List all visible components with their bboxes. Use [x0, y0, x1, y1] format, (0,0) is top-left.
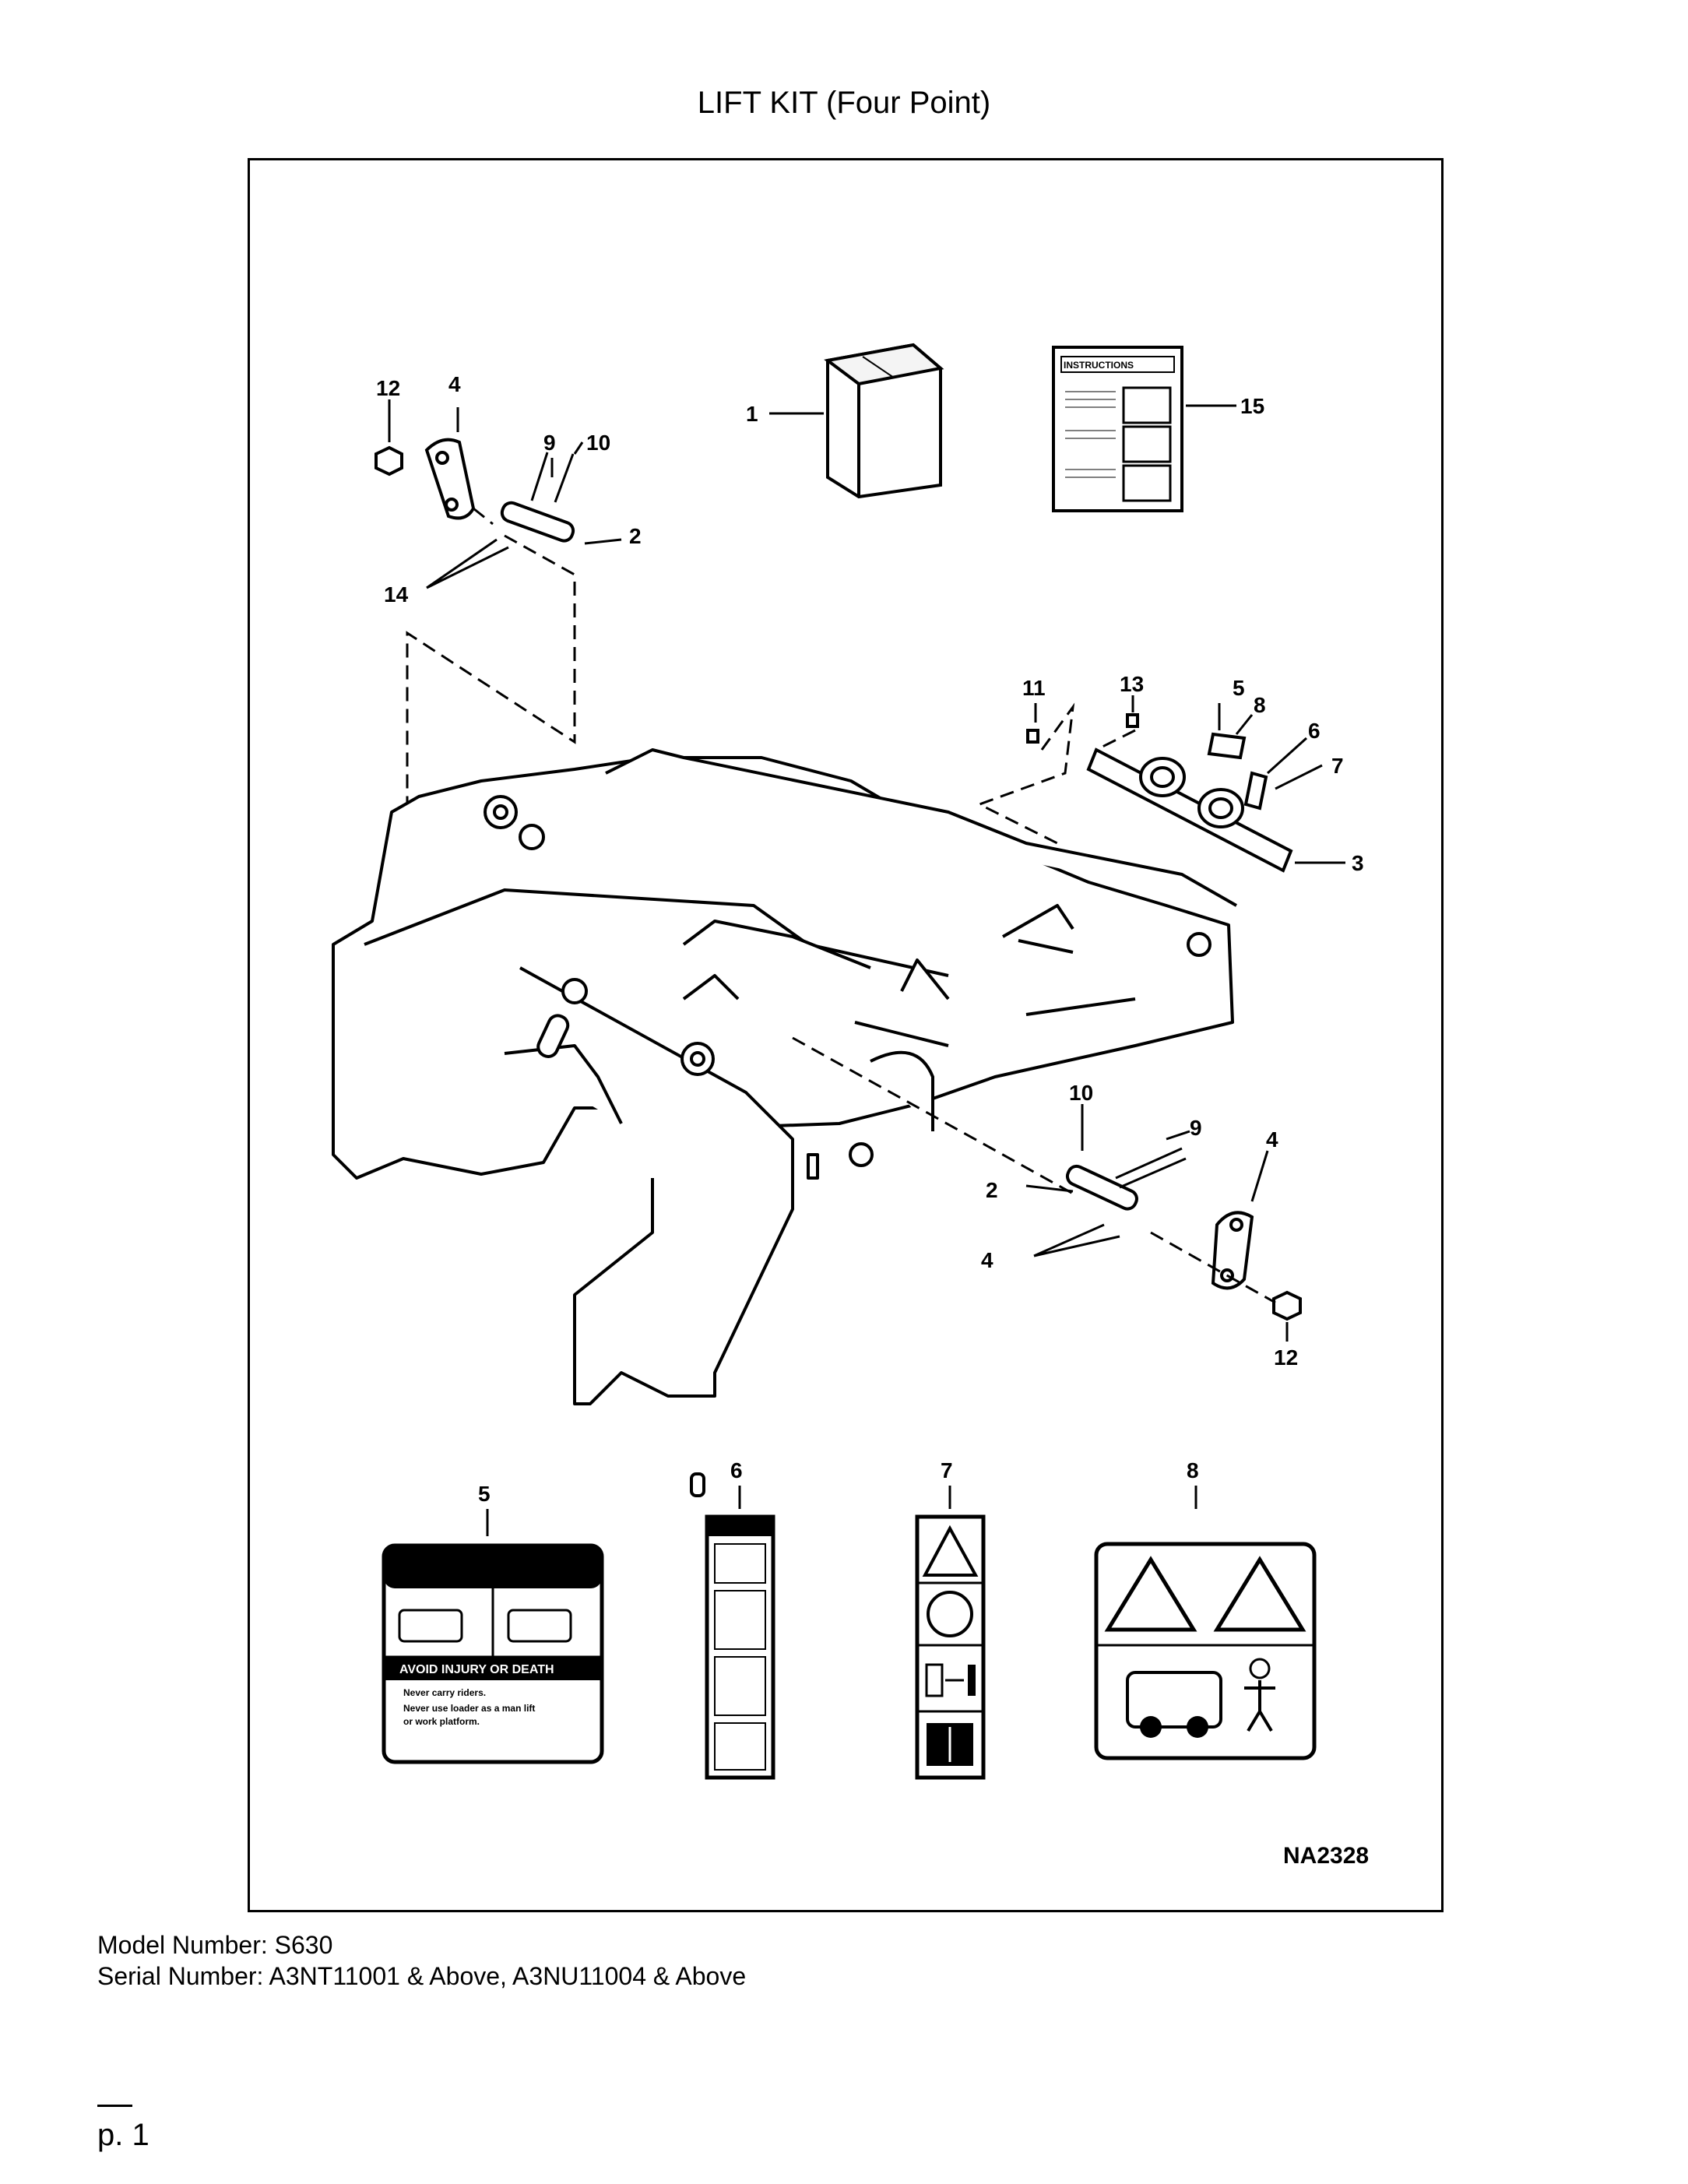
callout-7-decal: 7 — [941, 1458, 953, 1482]
decal-8 — [1094, 1542, 1317, 1760]
top-pin-assembly — [375, 438, 575, 543]
callout-5-top: 5 — [1233, 676, 1245, 700]
decal-5-line3: or work platform. — [403, 1716, 480, 1727]
page-title: LIFT KIT (Four Point) — [697, 86, 991, 120]
callout-7-top: 7 — [1331, 754, 1344, 778]
callout-5-decal: 5 — [478, 1482, 491, 1506]
instructions-label: INSTRUCTIONS — [1064, 360, 1134, 371]
callout-8-top: 8 — [1254, 693, 1266, 717]
callout-4-top: 4 — [448, 372, 461, 396]
callout-11: 11 — [1022, 676, 1046, 700]
callout-3: 3 — [1352, 851, 1364, 875]
callout-9-top: 9 — [543, 431, 556, 455]
callout-14: 14 — [384, 582, 409, 607]
bottom-pin-assembly — [1065, 1147, 1302, 1321]
callout-4-bottom-a: 4 — [1266, 1127, 1278, 1152]
callout-4-bottom-b: 4 — [981, 1248, 993, 1272]
model-number: Model Number: S630 — [97, 1931, 333, 1959]
callout-13: 13 — [1120, 672, 1144, 696]
callout-10-bottom: 10 — [1069, 1081, 1093, 1105]
diagram-frame — [248, 158, 1444, 1912]
callout-8-decal: 8 — [1187, 1458, 1199, 1482]
decal-5-heading: AVOID INJURY OR DEATH — [399, 1663, 554, 1676]
decal-5-line1: Never carry riders. — [403, 1687, 486, 1698]
decal-5-line2: Never use loader as a man lift — [403, 1703, 535, 1714]
drawing-code: NA2328 — [1283, 1843, 1369, 1869]
instructions-sheet: INSTRUCTIONS — [1052, 346, 1183, 512]
callout-15: 15 — [1240, 394, 1264, 418]
decal-7 — [915, 1514, 986, 1780]
callout-9-bottom: 9 — [1190, 1116, 1202, 1140]
callout-10-top: 10 — [586, 431, 610, 455]
serial-number: Serial Number: A3NT11001 & Above, A3NU11… — [97, 1962, 747, 1990]
decal-5: AVOID INJURY OR DEATH Never carry riders… — [382, 1543, 604, 1764]
page-rule — [97, 2105, 132, 2107]
callout-6-decal: 6 — [730, 1458, 743, 1482]
lift-kit-diagram: 1 INSTRUCTIONS 15 12 4 9 10 2 14 — [332, 343, 1369, 1869]
callout-6-top: 6 — [1308, 719, 1321, 743]
callout-12-bottom: 12 — [1274, 1345, 1298, 1370]
kit-box — [824, 343, 944, 499]
loader-frame — [332, 748, 1237, 1497]
page-number: p. 1 — [97, 2118, 149, 2152]
right-upper-parts — [1026, 713, 1293, 873]
callout-2-top: 2 — [629, 524, 642, 548]
callout-2-bottom: 2 — [986, 1178, 998, 1202]
callout-12-top: 12 — [376, 376, 400, 400]
decal-6 — [705, 1514, 775, 1780]
callout-1: 1 — [746, 402, 758, 426]
